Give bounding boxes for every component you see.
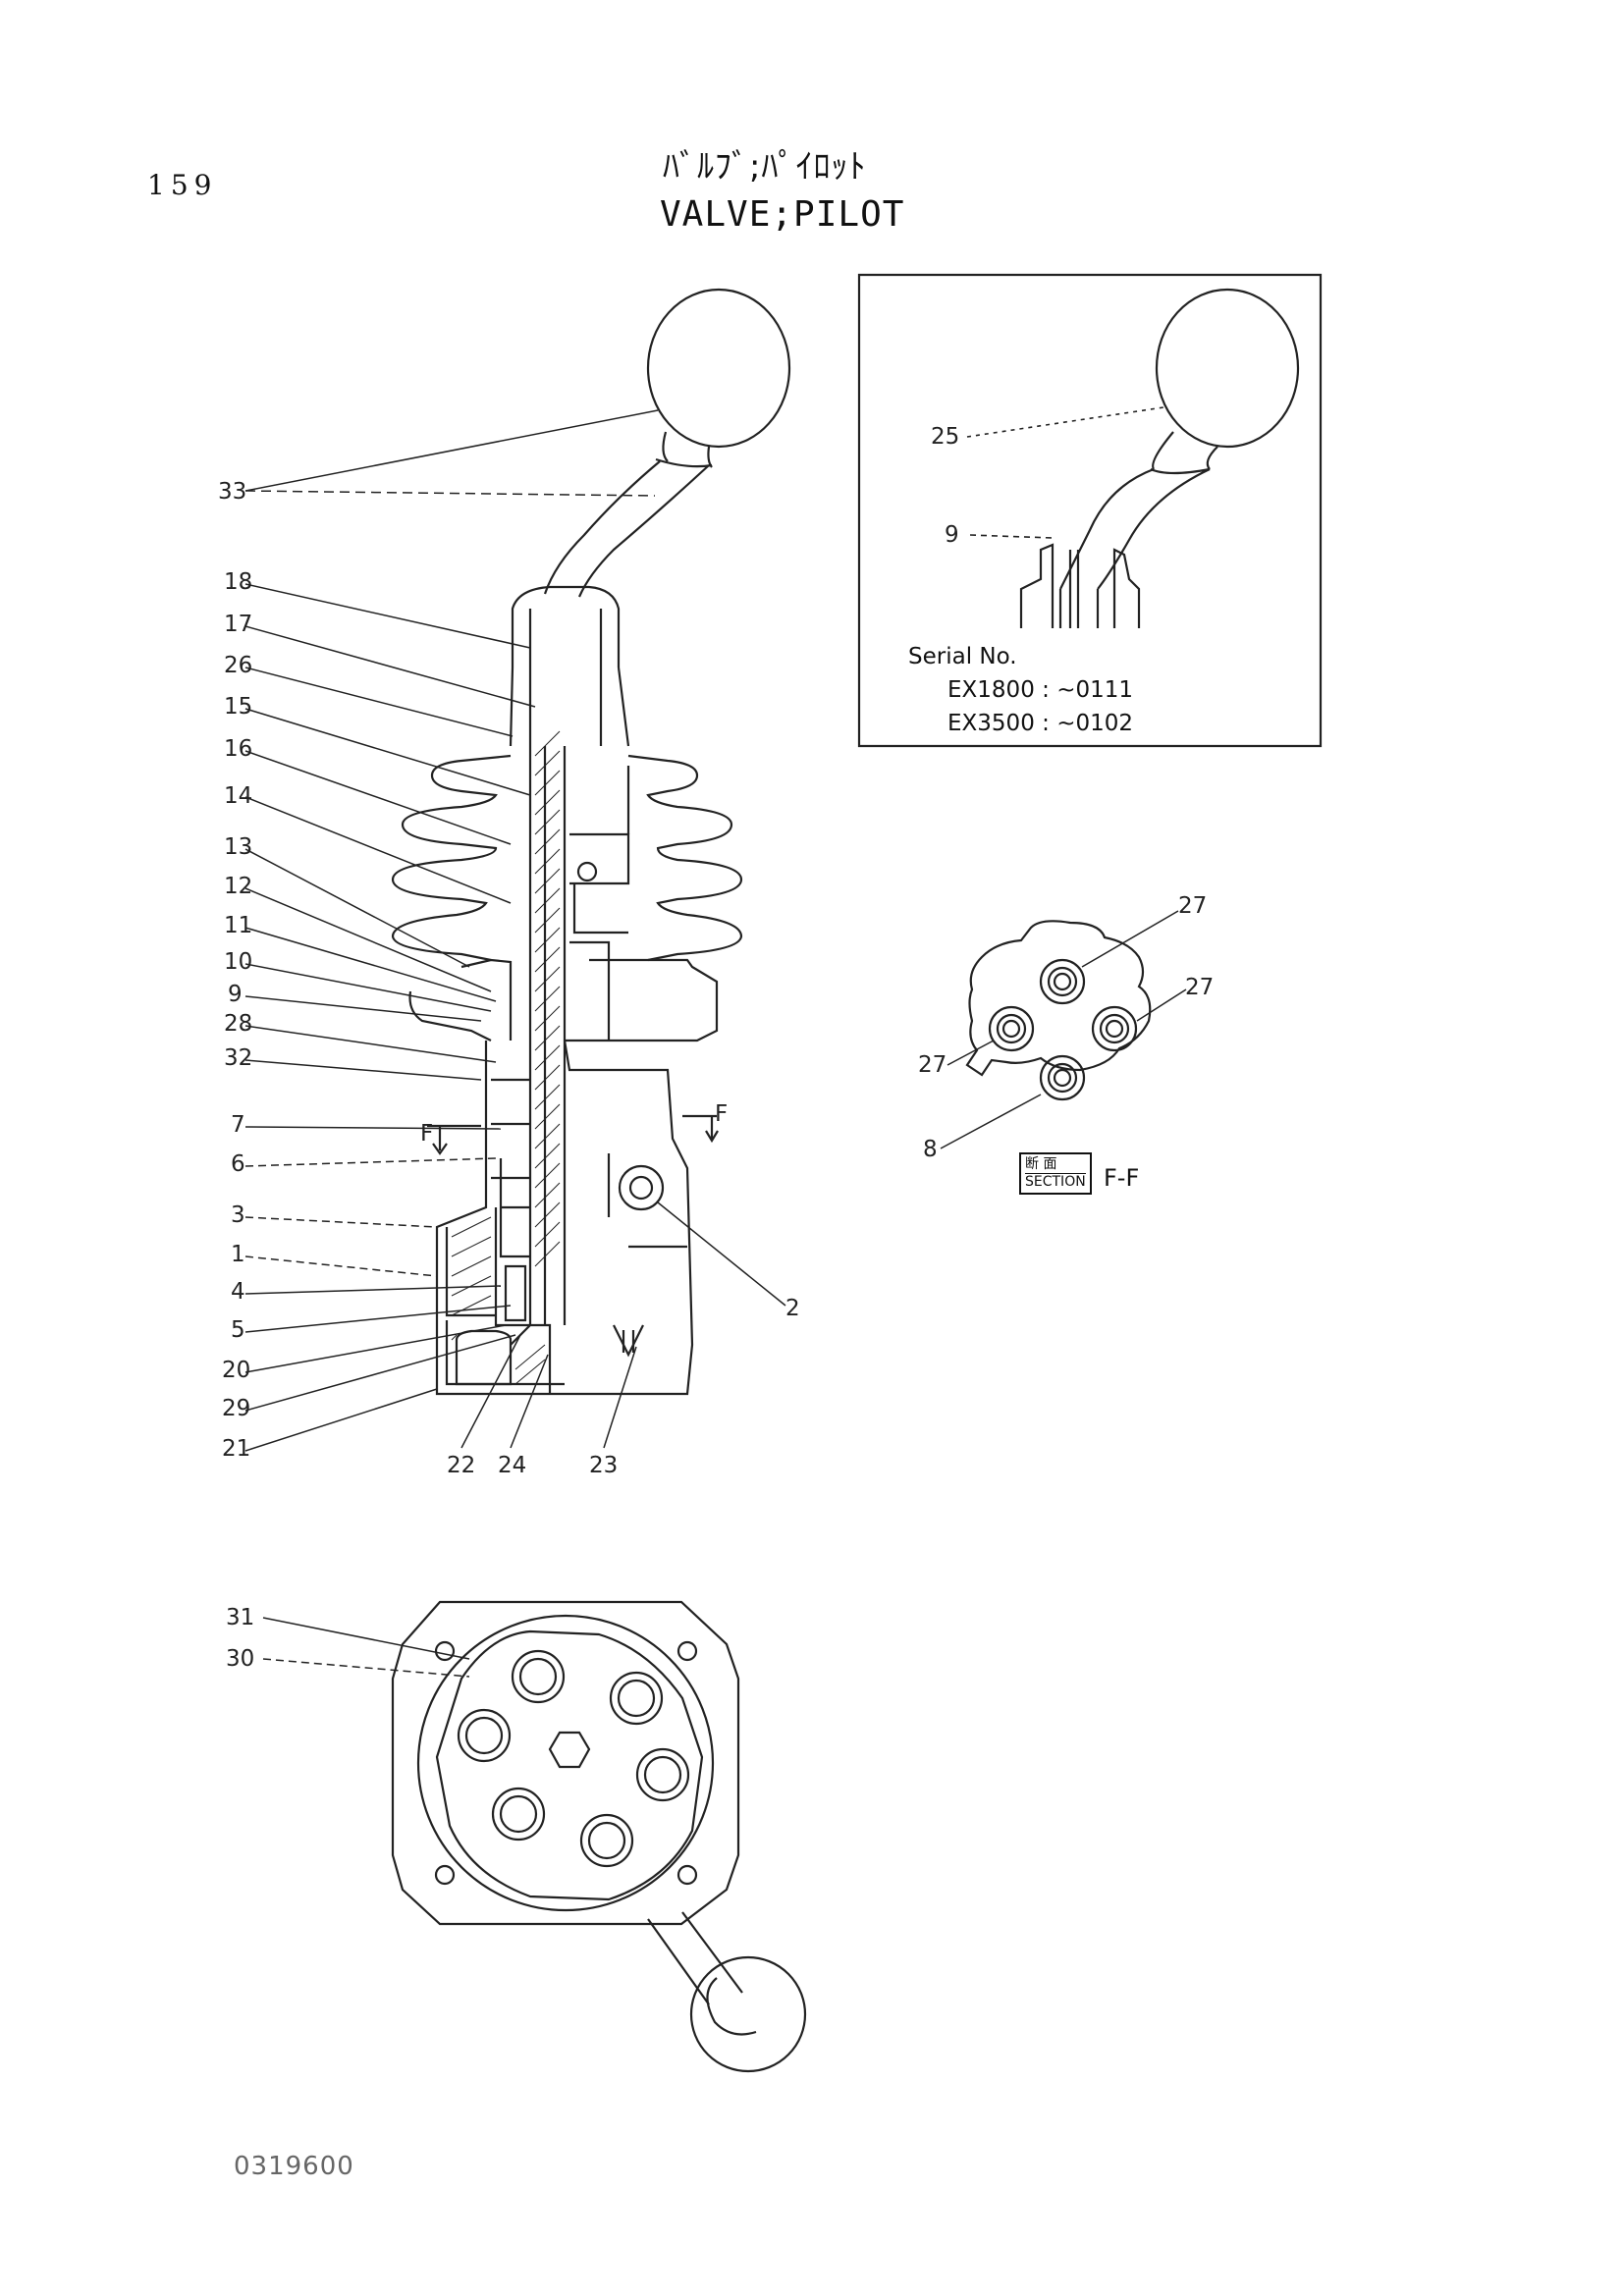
callout-20: 20	[222, 1358, 250, 1383]
section-mark-right: F	[715, 1101, 728, 1127]
callout-3: 3	[231, 1202, 245, 1228]
callout-9-inset: 9	[945, 522, 959, 548]
serial-row-1: EX1800 : ~0111	[947, 677, 1133, 703]
section-label-jp: 断 面	[1025, 1156, 1057, 1172]
callout-8: 8	[923, 1137, 938, 1162]
bottom-leaders	[262, 1617, 470, 1678]
callout-2: 2	[785, 1296, 800, 1321]
bottom-view	[391, 1600, 807, 2073]
callout-27-c: 27	[918, 1052, 947, 1078]
callout-16: 16	[224, 736, 252, 762]
callout-22: 22	[447, 1453, 475, 1478]
section-hatching	[451, 730, 561, 1385]
callout-10: 10	[224, 949, 252, 975]
callout-32: 32	[224, 1045, 252, 1071]
serial-row-2: EX3500 : ~0102	[947, 711, 1133, 736]
callout-26: 26	[224, 653, 252, 678]
callout-25: 25	[931, 424, 959, 450]
section-id: F-F	[1104, 1164, 1140, 1192]
inset-box	[857, 273, 1323, 748]
main-leaders	[244, 409, 786, 1452]
callout-27-a: 27	[1178, 893, 1207, 919]
callout-1: 1	[231, 1242, 245, 1267]
section-ff-leaders	[940, 910, 1187, 1149]
title-english: VALVE;PILOT	[660, 194, 905, 235]
callout-12: 12	[224, 874, 252, 899]
callout-28: 28	[224, 1011, 252, 1037]
callout-24: 24	[498, 1453, 526, 1478]
callout-4: 4	[231, 1279, 245, 1305]
callout-6: 6	[231, 1151, 245, 1177]
serial-info: Serial No. EX1800 : ~0111 EX3500 : ~0102	[908, 640, 1133, 740]
callout-13: 13	[224, 834, 252, 860]
document-code: 0319600	[234, 2152, 354, 2181]
callout-11: 11	[224, 913, 252, 938]
callout-5: 5	[231, 1317, 245, 1343]
section-label: 断 面 SECTION	[1019, 1152, 1092, 1195]
callout-31: 31	[226, 1605, 254, 1630]
callout-14: 14	[224, 783, 252, 809]
callout-33: 33	[218, 479, 246, 505]
callout-18: 18	[224, 569, 252, 595]
leader-25	[966, 406, 1164, 438]
callout-17: 17	[224, 612, 252, 637]
callout-7: 7	[231, 1112, 245, 1138]
section-label-en: SECTION	[1025, 1173, 1086, 1190]
callout-9: 9	[228, 982, 243, 1007]
serial-heading: Serial No.	[908, 644, 1017, 669]
section-ff-view	[965, 920, 1152, 1101]
callout-15: 15	[224, 694, 252, 720]
section-mark-left: F	[420, 1121, 433, 1147]
callout-30: 30	[226, 1646, 254, 1672]
title-japanese: ﾊﾞﾙﾌﾞ;ﾊﾟｲﾛｯﾄ	[663, 147, 867, 187]
leader-9-inset	[969, 534, 1054, 539]
callout-21: 21	[222, 1436, 250, 1462]
callout-23: 23	[589, 1453, 618, 1478]
page-number: 159	[147, 169, 218, 201]
pilot-valve-section	[391, 288, 791, 1396]
callout-29: 29	[222, 1396, 250, 1421]
callout-27-b: 27	[1185, 975, 1214, 1000]
